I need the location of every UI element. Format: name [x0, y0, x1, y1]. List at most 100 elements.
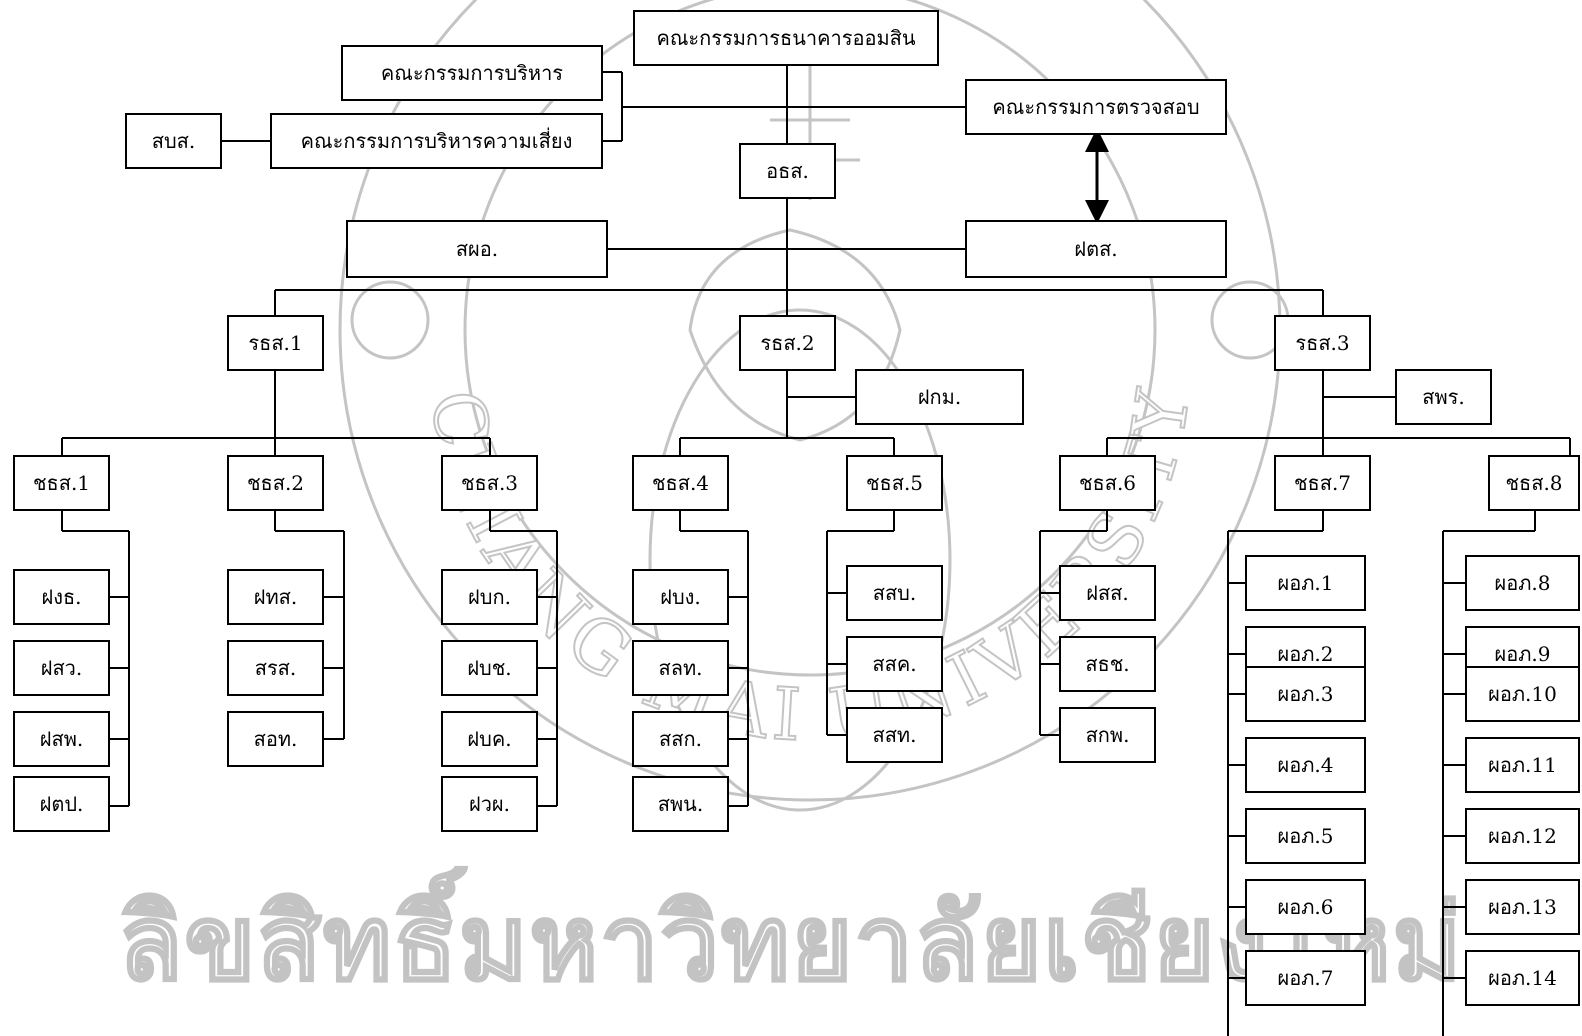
unit-label: ฝทส.	[253, 585, 298, 609]
cts4-box: ชธส.4	[632, 455, 729, 511]
unit-label: ฝวผ.	[468, 792, 511, 816]
unit-cts5-3-box: สสท.	[846, 707, 943, 763]
unit-label: ฝสพ.	[39, 727, 84, 751]
unit-label: สอท.	[253, 727, 298, 751]
unit-cts7-3-box: ผอภ.3	[1245, 666, 1366, 722]
unit-cts7-1-box: ผอภ.1	[1245, 555, 1366, 611]
unit-label: ผอภ.8	[1494, 571, 1551, 595]
cts1-box: ชธส.1	[13, 455, 110, 511]
unit-label: ผอภ.9	[1494, 642, 1551, 666]
unit-cts5-1-box: สสบ.	[846, 565, 943, 621]
rts3-label: รธส.3	[1295, 331, 1350, 355]
unit-label: ฝงธ.	[41, 585, 82, 609]
unit-cts3-2-box: ฝบช.	[441, 640, 538, 696]
unit-cts8-3-box: ผอภ.10	[1465, 666, 1580, 722]
unit-label: ฝตป.	[39, 792, 84, 816]
audit-dept-label: ฝตส.	[1074, 237, 1118, 261]
unit-label: สสท.	[872, 723, 917, 747]
spo-box: สผอ.	[346, 220, 608, 278]
cts2-label: ชธส.2	[246, 471, 305, 495]
rts2-box: รธส.2	[739, 315, 836, 371]
unit-label: ผอภ.1	[1277, 571, 1334, 595]
spr-label: สพร.	[1422, 385, 1465, 409]
rts2-label: รธส.2	[760, 331, 815, 355]
cts3-box: ชธส.3	[441, 455, 538, 511]
unit-label: ผอภ.5	[1277, 824, 1334, 848]
unit-cts8-6-box: ผอภ.13	[1465, 879, 1580, 935]
unit-label: ผอภ.13	[1488, 895, 1557, 919]
unit-cts3-1-box: ฝบก.	[441, 569, 538, 625]
unit-label: สสก.	[659, 727, 702, 751]
audit-dept-box: ฝตส.	[965, 220, 1227, 278]
unit-cts6-1-box: ฝสส.	[1059, 565, 1156, 621]
unit-cts4-4-box: สพน.	[632, 776, 729, 832]
cts7-label: ชธส.7	[1293, 471, 1352, 495]
unit-label: ผอภ.3	[1277, 682, 1334, 706]
unit-cts1-3-box: ฝสพ.	[13, 711, 110, 767]
cts1-label: ชธส.1	[32, 471, 91, 495]
unit-label: ผอภ.12	[1488, 824, 1557, 848]
unit-label: ฝบค.	[467, 727, 512, 751]
sbs-box: สบส.	[125, 113, 222, 169]
cts6-label: ชธส.6	[1078, 471, 1137, 495]
spo-label: สผอ.	[455, 237, 499, 261]
exec-committee-label: คณะกรรมการบริหาร	[380, 61, 564, 85]
unit-label: ผอภ.11	[1488, 753, 1557, 777]
unit-label: ผอภ.10	[1488, 682, 1557, 706]
audit-committee-box: คณะกรรมการตรวจสอบ	[965, 79, 1227, 135]
unit-label: ฝบก.	[468, 585, 511, 609]
unit-cts7-4-box: ผอภ.4	[1245, 737, 1366, 793]
unit-cts4-1-box: ฝบง.	[632, 569, 729, 625]
board-box: คณะกรรมการธนาคารออมสิน	[633, 10, 939, 66]
cts2-box: ชธส.2	[227, 455, 324, 511]
cts5-box: ชธส.5	[846, 455, 943, 511]
spr-box: สพร.	[1395, 369, 1492, 425]
unit-cts6-3-box: สกพ.	[1059, 707, 1156, 763]
unit-cts7-5-box: ผอภ.5	[1245, 808, 1366, 864]
unit-cts8-7-box: ผอภ.14	[1465, 950, 1580, 1006]
cts8-box: ชธส.8	[1488, 455, 1580, 511]
exec-committee-box: คณะกรรมการบริหาร	[341, 45, 603, 101]
cts4-label: ชธส.4	[651, 471, 710, 495]
risk-committee-label: คณะกรรมการบริหารความเสี่ยง	[300, 129, 573, 153]
fkm-label: ฝกม.	[917, 385, 962, 409]
unit-label: สรส.	[254, 656, 297, 680]
unit-label: สสบ.	[872, 581, 917, 605]
unit-cts5-2-box: สสค.	[846, 636, 943, 692]
unit-label: ผอภ.4	[1277, 753, 1334, 777]
unit-cts8-5-box: ผอภ.12	[1465, 808, 1580, 864]
unit-cts2-1-box: ฝทส.	[227, 569, 324, 625]
cts3-label: ชธส.3	[460, 471, 519, 495]
unit-label: สพน.	[657, 792, 704, 816]
unit-cts7-6-box: ผอภ.6	[1245, 879, 1366, 935]
unit-cts7-7-box: ผอภ.7	[1245, 950, 1366, 1006]
unit-label: สลท.	[658, 656, 703, 680]
unit-label: ฝสส.	[1086, 581, 1129, 605]
unit-cts3-3-box: ฝบค.	[441, 711, 538, 767]
ceo-label: อธส.	[766, 159, 809, 183]
unit-cts2-2-box: สรส.	[227, 640, 324, 696]
unit-label: ผอภ.2	[1277, 642, 1334, 666]
cts7-box: ชธส.7	[1274, 455, 1371, 511]
cts8-label: ชธส.8	[1505, 471, 1563, 495]
unit-cts1-4-box: ฝตป.	[13, 776, 110, 832]
unit-label: สสค.	[872, 652, 917, 676]
unit-label: ฝบง.	[660, 585, 701, 609]
unit-label: สธช.	[1085, 652, 1130, 676]
unit-cts4-2-box: สลท.	[632, 640, 729, 696]
risk-committee-box: คณะกรรมการบริหารความเสี่ยง	[270, 113, 603, 169]
unit-label: ผอภ.6	[1277, 895, 1334, 919]
fkm-box: ฝกม.	[855, 369, 1024, 425]
rts3-box: รธส.3	[1274, 315, 1371, 371]
unit-cts1-1-box: ฝงธ.	[13, 569, 110, 625]
cts6-box: ชธส.6	[1059, 455, 1156, 511]
unit-label: ผอภ.7	[1277, 966, 1334, 990]
ceo-box: อธส.	[739, 143, 836, 199]
rts1-label: รธส.1	[248, 331, 303, 355]
sbs-label: สบส.	[151, 129, 196, 153]
unit-cts1-2-box: ฝสว.	[13, 640, 110, 696]
unit-cts6-2-box: สธช.	[1059, 636, 1156, 692]
audit-committee-label: คณะกรรมการตรวจสอบ	[992, 95, 1200, 119]
unit-cts3-4-box: ฝวผ.	[441, 776, 538, 832]
